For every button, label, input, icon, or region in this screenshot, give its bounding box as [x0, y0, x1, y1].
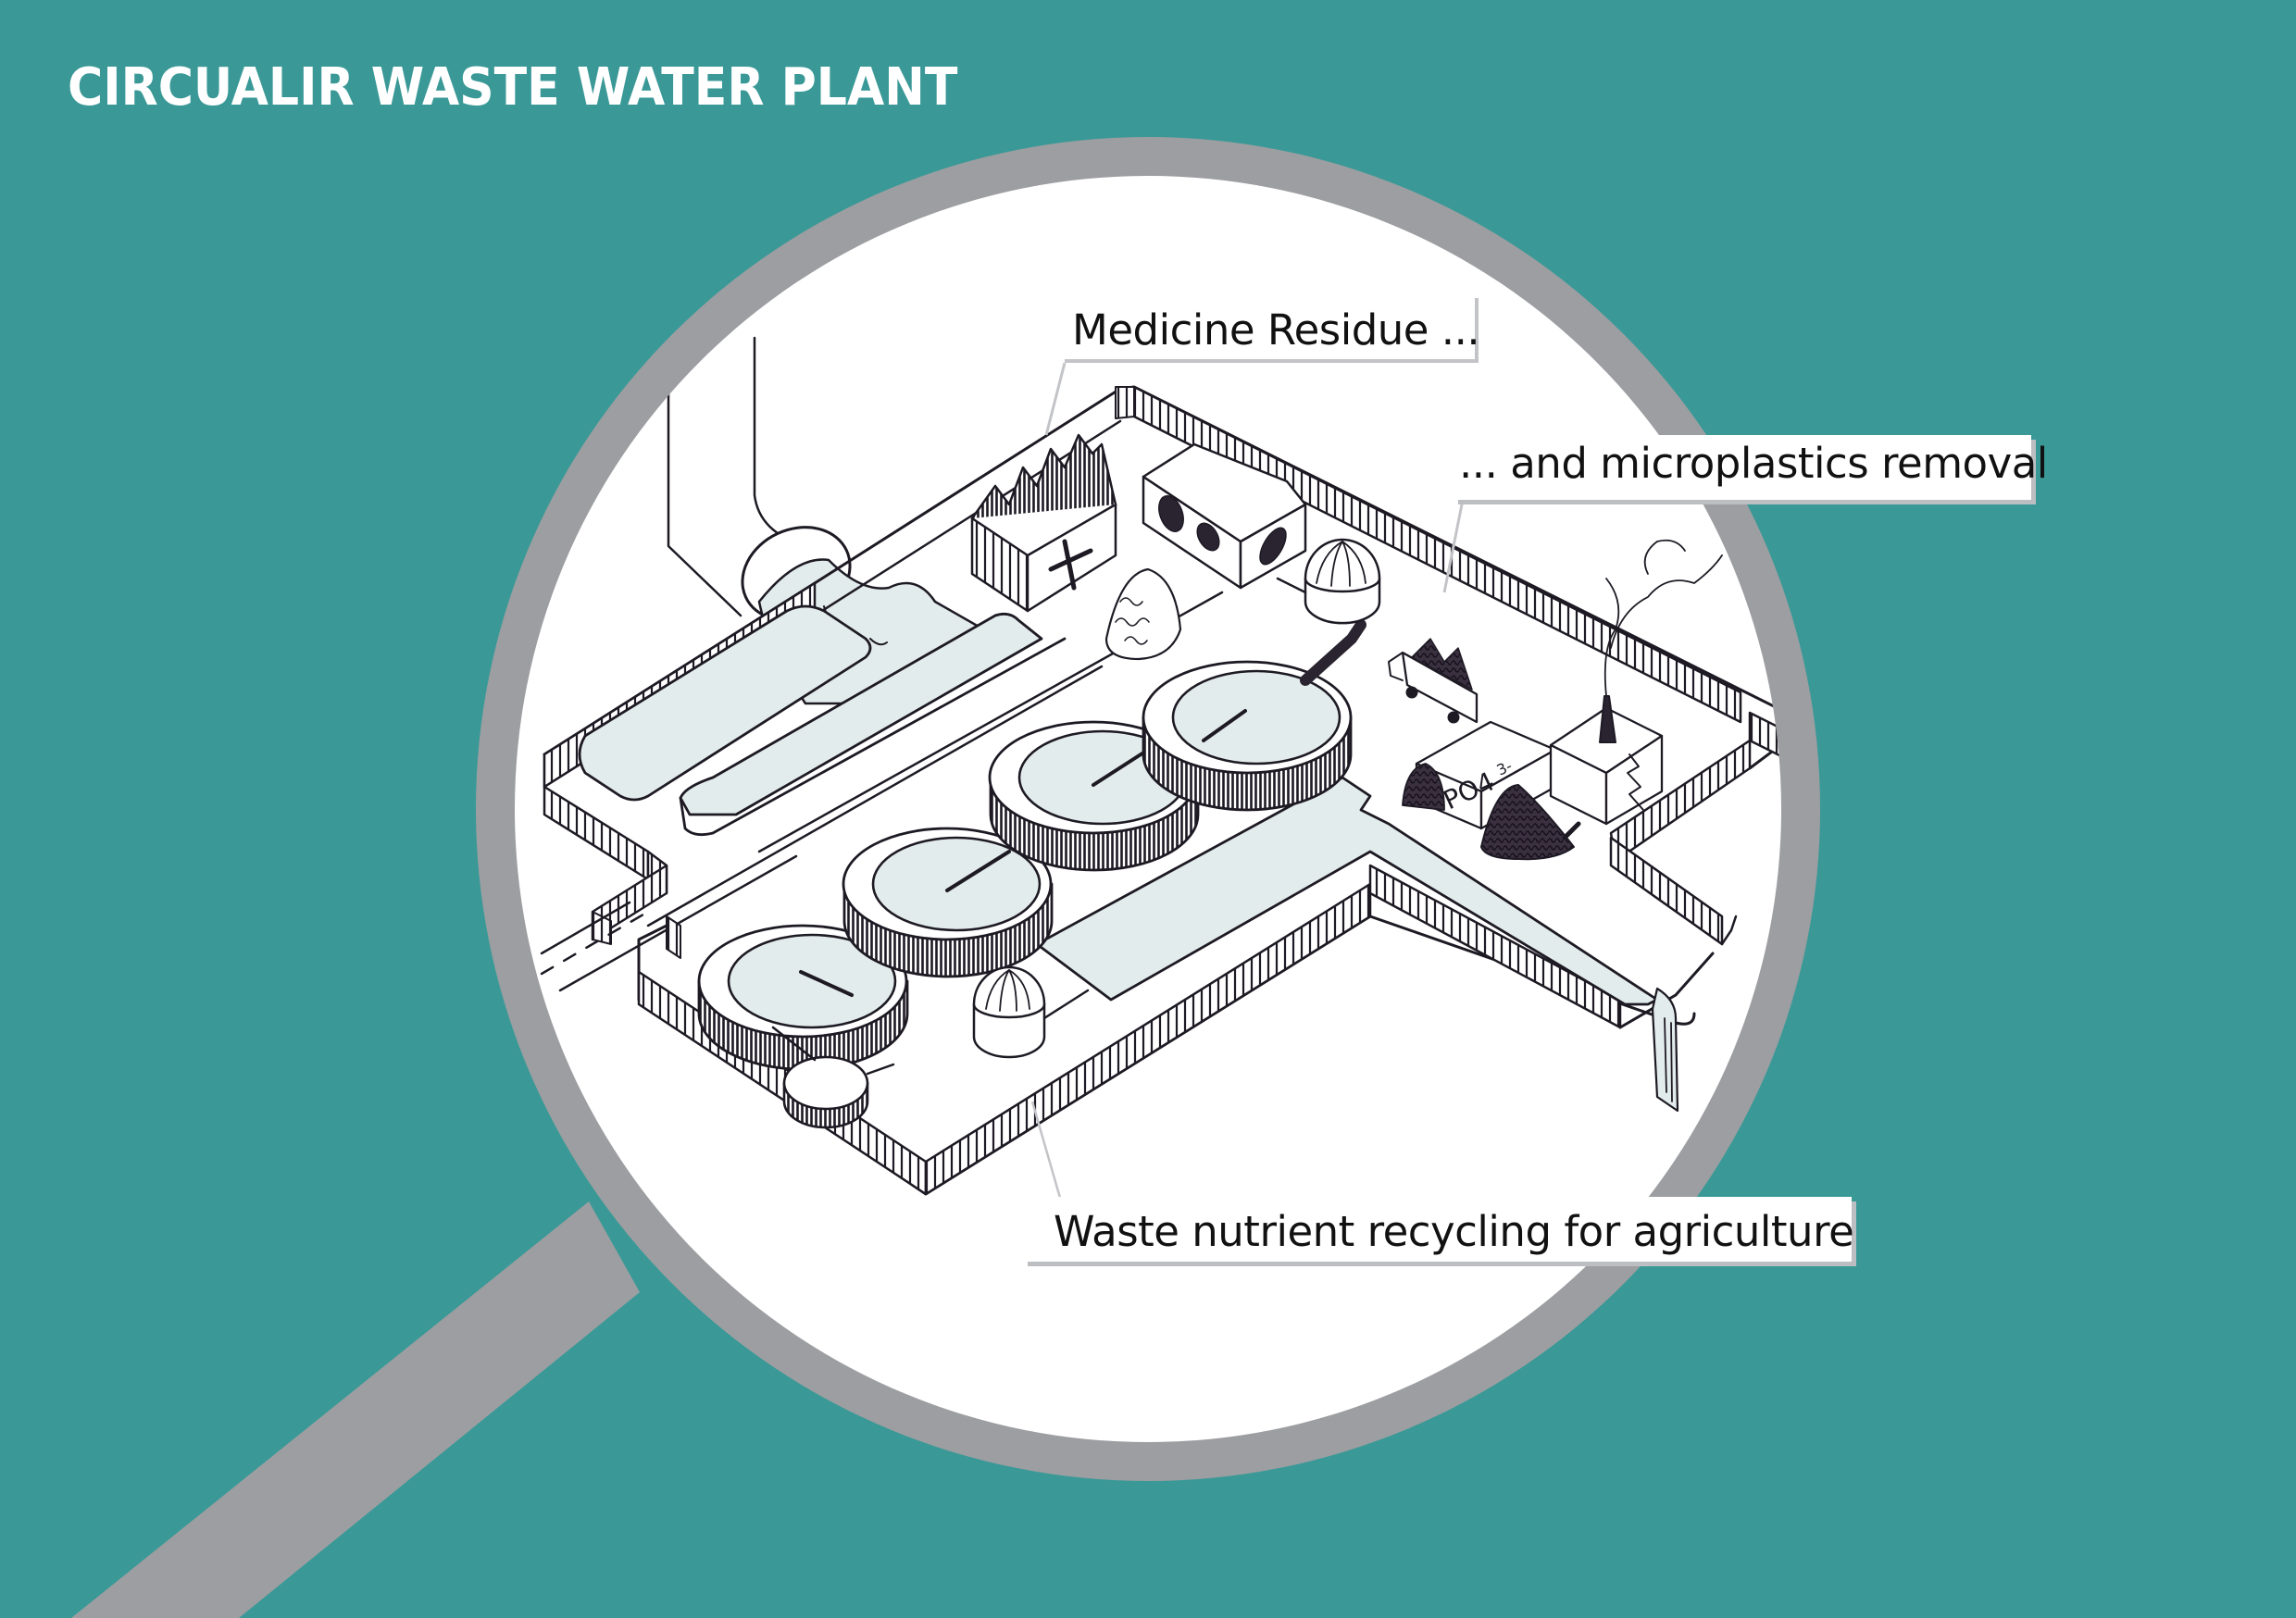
sludge-tank-icon	[771, 1026, 895, 1129]
clarifier-tank-icon	[697, 924, 909, 1071]
label-medicine-text: Medicine Residue ...	[1072, 305, 1480, 355]
label-medicine-residue: Medicine Residue ...	[1065, 298, 1480, 363]
label-microplastics-removal: ... and microplastics removal	[1454, 435, 2048, 500]
leader-line-microplastics	[1442, 499, 1465, 593]
phosphate-charge: 3-	[1494, 757, 1515, 779]
smoke-icon	[1603, 539, 1723, 697]
label-microplastics-text: ... and microplastics removal	[1459, 439, 2048, 488]
sludge-pipe	[1300, 619, 1366, 686]
phosphate-pile-icon	[1480, 784, 1575, 861]
leader-line-medicine	[1044, 362, 1067, 436]
platform-wall-right	[1609, 739, 1752, 946]
plant-illustration: PO4 3-	[540, 336, 1781, 1196]
digester-dome-icon	[1276, 538, 1381, 625]
clarifier-tank-icon	[842, 827, 1054, 978]
page-title: CIRCUALIR WASTE WATER PLANT	[68, 57, 958, 118]
clarifier-tank-icon	[1142, 660, 1353, 812]
aeration-channel	[679, 612, 1043, 816]
magnifier-handle	[71, 1201, 640, 1618]
sludge-cart-icon	[1388, 638, 1479, 724]
power-plant-icon	[1549, 539, 1723, 826]
digester-dome-icon	[972, 965, 1090, 1059]
bacteria-building-icon	[1142, 442, 1307, 590]
aeration-basin-upper	[578, 604, 872, 802]
microplastics-pile-icon	[1104, 567, 1182, 661]
smoke-stack-icon	[1599, 695, 1616, 743]
pharmacy-building-icon	[970, 433, 1117, 613]
leader-line-nutrients	[1030, 1101, 1062, 1199]
label-nutrient-recycling: Waste nutrient recycling for agriculture	[1023, 1197, 1854, 1262]
label-nutrients-text: Waste nutrient recycling for agriculture	[1054, 1207, 1854, 1256]
